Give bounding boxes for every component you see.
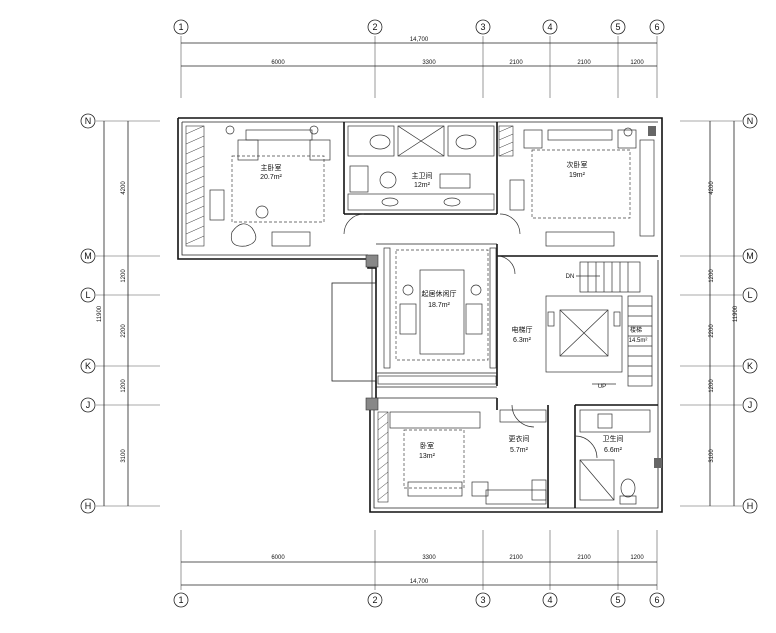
second-bedroom-furniture: [509, 127, 655, 247]
dim-left-seg-3: 2200: [121, 324, 127, 338]
room-name-second-bedroom: 次卧室: [567, 160, 588, 169]
lounge-furniture: [377, 247, 516, 385]
axis-label: 3: [480, 22, 485, 32]
axis-label: 5: [615, 595, 620, 605]
columns-hatched: [185, 125, 662, 503]
dim-top-seg-1: 6000: [271, 60, 285, 66]
lower-bedroom-furniture: [389, 411, 547, 505]
room-name-closet: 更衣间: [509, 434, 530, 443]
room-name-lounge: 起居休闲厅: [422, 289, 457, 298]
room-area-bath2: 6.6m²: [604, 447, 623, 454]
axis-label: N: [747, 116, 754, 126]
master-bath-fixtures: [343, 125, 521, 235]
axis-label: H: [85, 501, 92, 511]
room-area-closet: 5.7m²: [510, 447, 529, 454]
stair: [576, 261, 653, 387]
column-bubbles-top: 1 2 3 4 5 6: [173, 19, 665, 35]
dim-right-seg-3: 2200: [709, 324, 715, 338]
axis-label: J: [86, 400, 91, 410]
dim-top-seg-3: 2100: [509, 60, 523, 66]
dim-left-seg-2: 1200: [121, 269, 127, 283]
column-grid-lines: [180, 36, 658, 590]
interior-walls: [343, 122, 658, 508]
axis-label: 5: [615, 22, 620, 32]
axis-label: 2: [372, 595, 377, 605]
room-name-master-bedroom: 主卧室: [261, 163, 282, 172]
dim-right-seg-5: 3100: [709, 449, 715, 463]
room-area-second-bedroom: 19m²: [569, 172, 586, 179]
room-name-master-bath: 主卫间: [412, 171, 433, 180]
room-area-lounge: 18.7m²: [428, 302, 450, 309]
dimension-left: [103, 121, 129, 506]
room-name-bedroom: 卧室: [420, 441, 434, 450]
axis-label: 4: [547, 22, 552, 32]
outer-walls: [177, 117, 663, 513]
room-area-stair: 14.5m²: [629, 338, 648, 344]
closet-fixtures: [499, 404, 547, 501]
axis-label: 1: [178, 22, 183, 32]
dim-bottom-seg-5: 1200: [630, 555, 644, 561]
axis-label: L: [747, 290, 752, 300]
row-bubbles-right: N M L K J H: [742, 113, 758, 514]
dim-right-seg-2: 1200: [709, 269, 715, 283]
room-area-master-bath: 12m²: [414, 182, 431, 189]
column-bubbles-bottom: 1 2 3 4 5 6: [173, 592, 665, 608]
room-name-bath2: 卫生间: [603, 434, 624, 443]
stair-up-label: UP: [598, 384, 606, 390]
stair-dn-label: DN: [566, 274, 575, 280]
dim-right-seg-1: 4200: [709, 181, 715, 195]
axis-label: K: [85, 361, 91, 371]
dim-bottom-seg-4: 2100: [577, 555, 591, 561]
axis-label: J: [748, 400, 753, 410]
axis-label: L: [85, 290, 90, 300]
dim-top-seg-2: 3300: [422, 60, 436, 66]
dim-top-total: 14,700: [410, 37, 429, 43]
axis-label: M: [84, 251, 92, 261]
axis-label: H: [747, 501, 754, 511]
room-name-hall: 电梯厅: [512, 325, 533, 334]
axis-label: 6: [654, 595, 659, 605]
dim-left-seg-1: 4200: [121, 181, 127, 195]
dim-left-seg-5: 3100: [121, 449, 127, 463]
room-area-bedroom: 13m²: [419, 453, 436, 460]
dimension-top: [181, 42, 657, 67]
axis-label: K: [747, 361, 753, 371]
dim-right-seg-4: 1200: [709, 379, 715, 393]
dim-right-total: 11900: [733, 305, 739, 322]
dim-bottom-total: 14,700: [410, 579, 429, 585]
dim-top-seg-5: 1200: [630, 60, 644, 66]
row-bubbles-left: N M L K J H: [80, 113, 96, 514]
axis-label: 3: [480, 595, 485, 605]
dimension-bottom: [181, 561, 657, 586]
dim-bottom-seg-2: 3300: [422, 555, 436, 561]
axis-label: N: [85, 116, 92, 126]
dimension-right: [709, 121, 735, 506]
room-area-master-bedroom: 20.7m²: [260, 174, 282, 181]
room-name-stair: 楼梯: [630, 326, 642, 334]
dim-left-seg-4: 1200: [121, 379, 127, 393]
dim-bottom-seg-3: 2100: [509, 555, 523, 561]
axis-label: M: [746, 251, 754, 261]
axis-label: 4: [547, 595, 552, 605]
dim-left-total: 11900: [97, 305, 103, 322]
axis-label: 2: [372, 22, 377, 32]
elevator-hall: [545, 295, 623, 373]
dim-top-seg-4: 2100: [577, 60, 591, 66]
bath2-fixtures: [574, 409, 651, 505]
axis-label: 6: [654, 22, 659, 32]
master-bedroom-furniture: [209, 125, 331, 247]
room-area-hall: 6.3m²: [513, 337, 532, 344]
axis-label: 1: [178, 595, 183, 605]
dim-bottom-seg-1: 6000: [271, 555, 285, 561]
